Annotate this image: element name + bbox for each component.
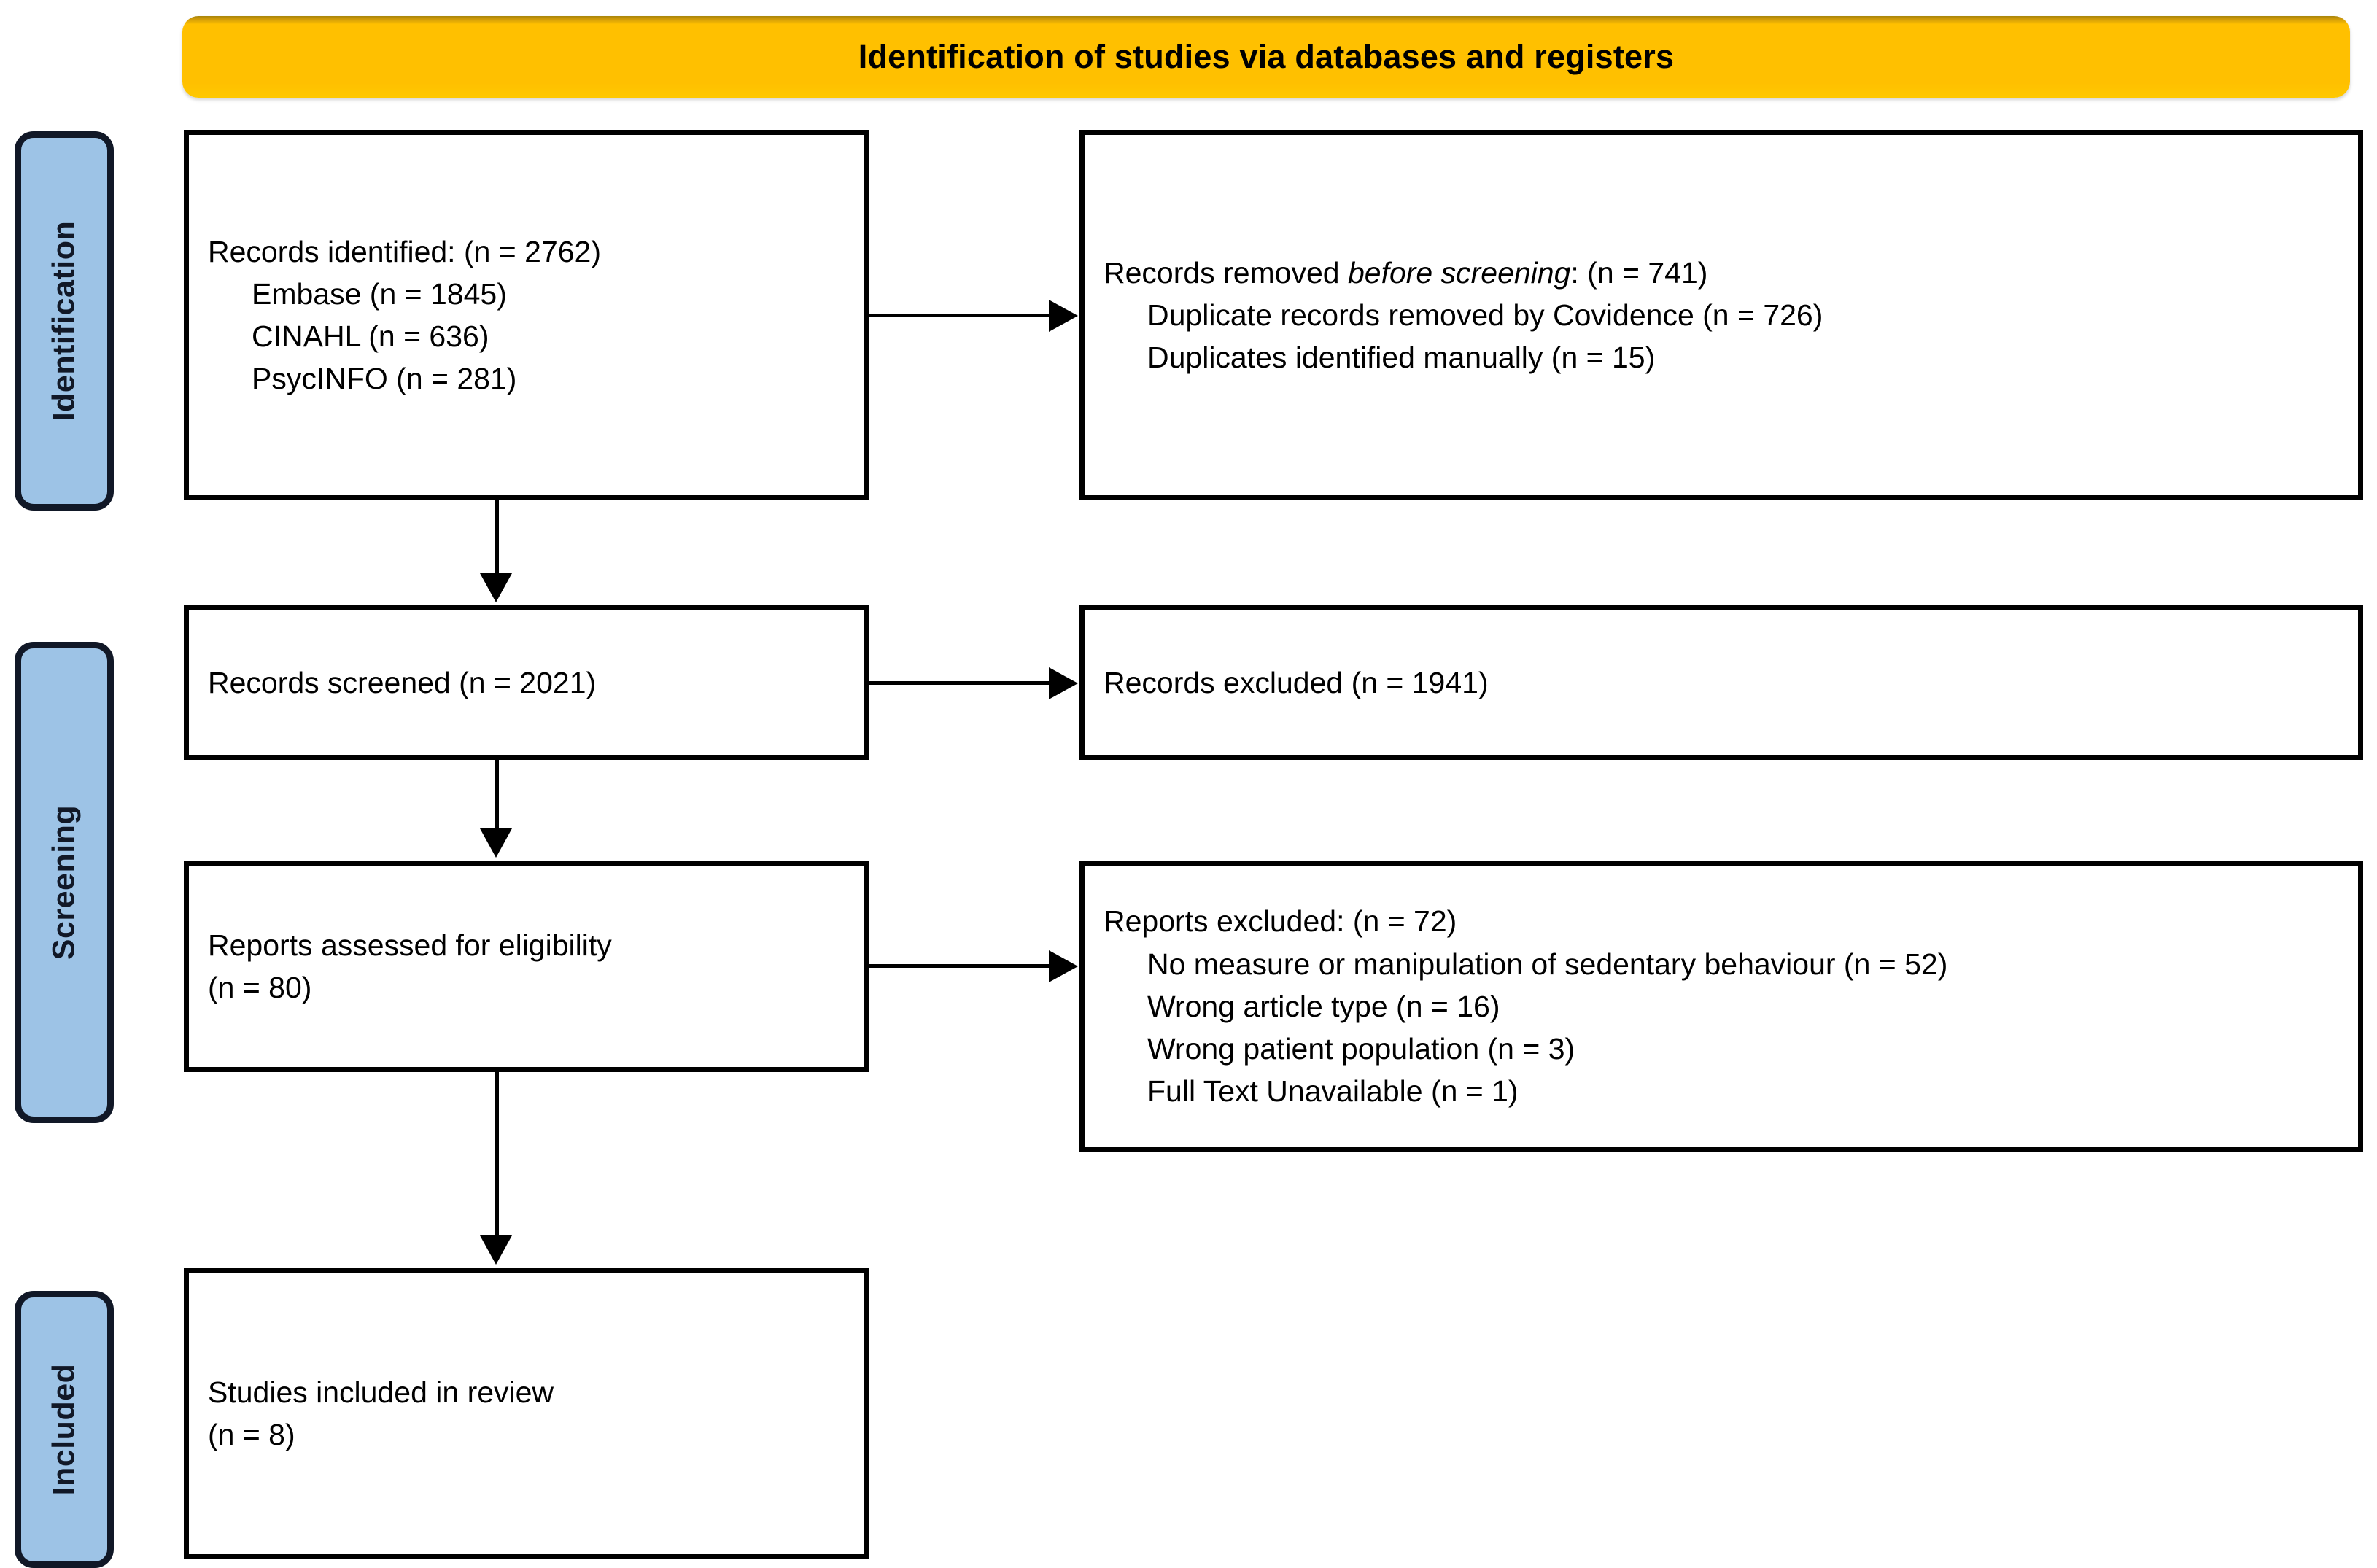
records-removed-heading-post: : (n = 741) [1570,255,1708,290]
studies-included-title: Studies included in review [208,1375,554,1409]
arrow-down-icon [480,1235,512,1265]
records-excluded-text: Records excluded (n = 1941) [1104,665,1489,699]
stage-label-screening: Screening [46,804,82,960]
box-records-screened: Records screened (n = 2021) [184,605,869,760]
connector-screened-to-eligibility [495,760,499,830]
box-reports-excluded: Reports excluded: (n = 72) No measure or… [1079,861,2363,1152]
box-records-excluded: Records excluded (n = 1941) [1079,605,2363,760]
reports-excluded-full-text-unavailable: Full Text Unavailable (n = 1) [1147,1074,1519,1109]
arrow-right-icon [1049,667,1078,699]
arrow-right-icon [1049,300,1078,332]
reports-assessed-count: (n = 80) [208,971,312,1004]
diagram-banner: Identification of studies via databases … [182,16,2350,98]
reports-assessed-title: Reports assessed for eligibility [208,928,612,962]
stage-label-included: Included [46,1363,82,1496]
connector-screened-to-records-excluded [869,681,1050,685]
box-records-identified: Records identified: (n = 2762) Embase (n… [184,130,869,500]
connector-identified-to-removed [869,314,1050,317]
records-identified-total: Records identified: (n = 2762) [208,234,602,268]
stage-label-identification: Identification [46,220,82,422]
records-removed-heading-italic: before screening [1347,255,1571,290]
box-studies-included-in-review: Studies included in review (n = 8) [184,1268,869,1559]
duplicates-manual: Duplicates identified manually (n = 15) [1147,341,1656,375]
stage-pill-identification: Identification [15,131,114,511]
records-removed-heading-pre: Records removed [1104,255,1348,290]
studies-included-count: (n = 8) [208,1418,295,1451]
connector-eligibility-to-included [495,1072,499,1238]
box-records-removed-before-screening: Records removed before screening: (n = 7… [1079,130,2363,500]
connector-identified-to-screened [495,500,499,576]
connector-eligibility-to-reports-excluded [869,964,1050,968]
records-screened-text: Records screened (n = 2021) [208,665,597,699]
arrow-down-icon [480,573,512,602]
reports-excluded-wrong-population: Wrong patient population (n = 3) [1147,1032,1575,1066]
records-identified-cinahl: CINAHL (n = 636) [252,319,489,353]
duplicates-covidence: Duplicate records removed by Covidence (… [1147,298,1823,332]
records-identified-psycinfo: PsycINFO (n = 281) [252,362,517,396]
arrow-down-icon [480,828,512,858]
box-reports-assessed-eligibility: Reports assessed for eligibility (n = 80… [184,861,869,1072]
stage-pill-screening: Screening [15,642,114,1123]
arrow-right-icon [1049,950,1078,982]
reports-excluded-wrong-article-type: Wrong article type (n = 16) [1147,989,1500,1023]
stage-pill-included: Included [15,1291,114,1568]
records-identified-embase: Embase (n = 1845) [252,276,507,311]
reports-excluded-no-measure: No measure or manipulation of sedentary … [1147,947,1948,981]
reports-excluded-heading: Reports excluded: (n = 72) [1104,904,1457,939]
banner-title: Identification of studies via databases … [858,38,1675,76]
records-removed-heading: Records removed before screening: (n = 7… [1104,252,2339,294]
